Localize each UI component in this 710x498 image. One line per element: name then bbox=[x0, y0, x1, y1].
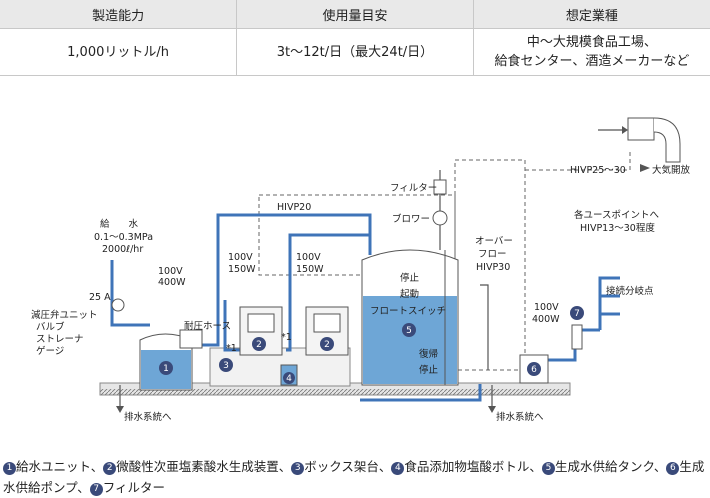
label-valve4: ゲージ bbox=[36, 345, 64, 357]
legend-text-7: フィルター bbox=[102, 480, 166, 495]
label-w400d: 400W bbox=[532, 314, 560, 325]
legend-badge-2: 2 bbox=[103, 462, 117, 475]
air-arrow-head bbox=[622, 126, 628, 134]
spec-header-row: 製造能力 使用量目安 想定業種 bbox=[0, 0, 710, 29]
legend-badge-5: 5 bbox=[541, 462, 555, 475]
badge-4: 4 bbox=[286, 374, 292, 384]
badge-7: 7 bbox=[574, 309, 580, 319]
label-ast1: *1 bbox=[226, 343, 237, 354]
label-over1: オーバー bbox=[475, 236, 513, 247]
legend-badge-7: 7 bbox=[89, 483, 103, 496]
label-ast2: *1 bbox=[281, 332, 292, 343]
label-over2: フロー bbox=[478, 249, 507, 260]
spec-table: 製造能力 使用量目安 想定業種 1,000リットル/h 3t〜12t/日（最大2… bbox=[0, 0, 710, 76]
drain-arrow-right bbox=[488, 406, 496, 413]
label-filter-top: フィルター bbox=[390, 183, 437, 194]
label-amp: 25 A bbox=[89, 292, 111, 303]
label-start: 起動 bbox=[400, 289, 419, 300]
header-capacity: 製造能力 bbox=[0, 0, 238, 29]
generator-b-screen bbox=[313, 313, 341, 333]
blower-symbol bbox=[432, 210, 448, 226]
label-over3: HIVP30 bbox=[476, 262, 510, 273]
badge-2a: 2 bbox=[256, 340, 262, 350]
label-pressure: 0.1〜0.3MPa bbox=[94, 232, 153, 243]
legend-badge-3: 3 bbox=[291, 462, 305, 475]
label-stop-top: 停止 bbox=[400, 272, 420, 284]
label-flow: 2000ℓ/hr bbox=[102, 244, 143, 255]
label-w400a: 400W bbox=[158, 277, 186, 288]
air-outlet-elbow bbox=[653, 117, 681, 163]
label-air: 大気開放 bbox=[652, 164, 691, 176]
label-valve1: 減圧弁ユニット bbox=[31, 309, 98, 321]
label-v100b: 100V bbox=[228, 252, 253, 263]
label-water: 給 水 bbox=[100, 218, 139, 230]
water-pipes bbox=[110, 213, 620, 402]
air-outlet-duct bbox=[627, 117, 655, 141]
label-drain2: 排水系統へ bbox=[496, 411, 544, 423]
badge-5: 5 bbox=[406, 326, 412, 336]
floor-hatch bbox=[100, 389, 570, 395]
header-industry: 想定業種 bbox=[472, 0, 710, 29]
label-w150b: 150W bbox=[228, 264, 256, 275]
label-blower: ブロワー bbox=[392, 213, 430, 225]
generator-a-screen bbox=[247, 313, 275, 333]
system-diagram: 1 2 2 3 4 5 6 7 給 水 0.1〜0.3MPa 2000ℓ/hr … bbox=[31, 117, 691, 423]
dashed-enclosure-upper bbox=[258, 194, 456, 276]
legend-badge-1: 1 bbox=[3, 462, 16, 475]
value-usage: 3t〜12t/日（最大24t/日） bbox=[236, 28, 474, 76]
label-hivp20: HIVP20 bbox=[277, 202, 311, 213]
label-v100a: 100V bbox=[158, 266, 183, 277]
dashed-air-line bbox=[525, 150, 631, 171]
water-unit-pump bbox=[179, 329, 203, 349]
label-valve2: バルブ bbox=[36, 321, 65, 333]
hivp25-arrow bbox=[640, 164, 650, 172]
drain-lines bbox=[119, 284, 493, 410]
legend-text-5: 生成水供給タンク、 bbox=[554, 459, 667, 474]
label-use2: HIVP13〜30程度 bbox=[580, 222, 655, 234]
legend-badge-4: 4 bbox=[391, 462, 405, 475]
legend-text-3: ボックス架台、 bbox=[304, 459, 392, 474]
badge-6: 6 bbox=[531, 365, 537, 375]
legend-text-2: 微酸性次亜塩素酸水生成装置、 bbox=[116, 459, 292, 474]
value-industry: 中〜大規模食品工場、 給食センター、酒造メーカーなど bbox=[472, 28, 710, 76]
legend-badge-6: 6 bbox=[666, 462, 680, 475]
label-use1: 各ユースポイントへ bbox=[574, 209, 660, 221]
label-hose: 耐圧ホース bbox=[184, 320, 231, 332]
label-v100c: 100V bbox=[296, 252, 321, 263]
label-branch: 接続分岐点 bbox=[606, 285, 654, 297]
value-capacity: 1,000リットル/h bbox=[0, 28, 238, 76]
badge-3: 3 bbox=[223, 361, 229, 371]
spec-value-row: 1,000リットル/h 3t〜12t/日（最大24t/日） 中〜大規模食品工場、… bbox=[0, 28, 710, 76]
badge-2b: 2 bbox=[324, 340, 330, 350]
label-return: 復帰 bbox=[419, 348, 438, 360]
legend-text-4: 食品添加物塩酸ボトル、 bbox=[404, 459, 542, 474]
filter-unit bbox=[571, 324, 583, 350]
drain-arrow-left bbox=[116, 406, 124, 413]
label-hivp25: HIVP25〜30 bbox=[570, 165, 626, 176]
supply-tank-water bbox=[363, 296, 457, 384]
label-w150c: 150W bbox=[296, 264, 324, 275]
label-drain1: 排水系統へ bbox=[124, 411, 172, 423]
legend-text-1: 給水ユニット、 bbox=[16, 459, 104, 474]
label-valve3: ストレーナ bbox=[36, 334, 84, 345]
filter-top-symbol bbox=[433, 179, 447, 195]
badge-1: 1 bbox=[163, 364, 169, 374]
label-float: フロートスイッチ bbox=[370, 306, 446, 317]
pressure-valve bbox=[111, 298, 125, 312]
legend-text-6: 生成水供給ポンプ、 bbox=[3, 459, 705, 495]
header-usage: 使用量目安 bbox=[236, 0, 474, 29]
label-stop-bottom: 停止 bbox=[419, 364, 439, 376]
label-v100d: 100V bbox=[534, 302, 559, 313]
